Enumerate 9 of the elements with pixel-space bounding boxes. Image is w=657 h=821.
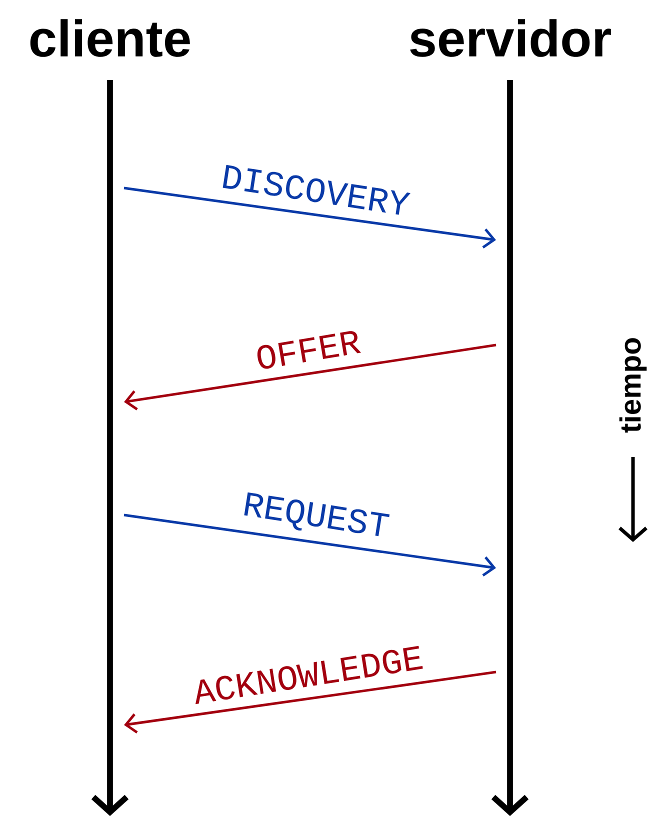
edge-label: REQUEST [244,492,390,536]
arrow [124,344,496,410]
arrow [124,670,496,734]
edge-label: DISCOVERY [222,164,411,215]
edge-label: OFFER [257,331,362,369]
arrow [124,186,496,248]
edge-label: ACKNOWLEDGE [195,646,423,704]
lifeline: cliente [30,19,190,816]
arrow [124,514,496,576]
